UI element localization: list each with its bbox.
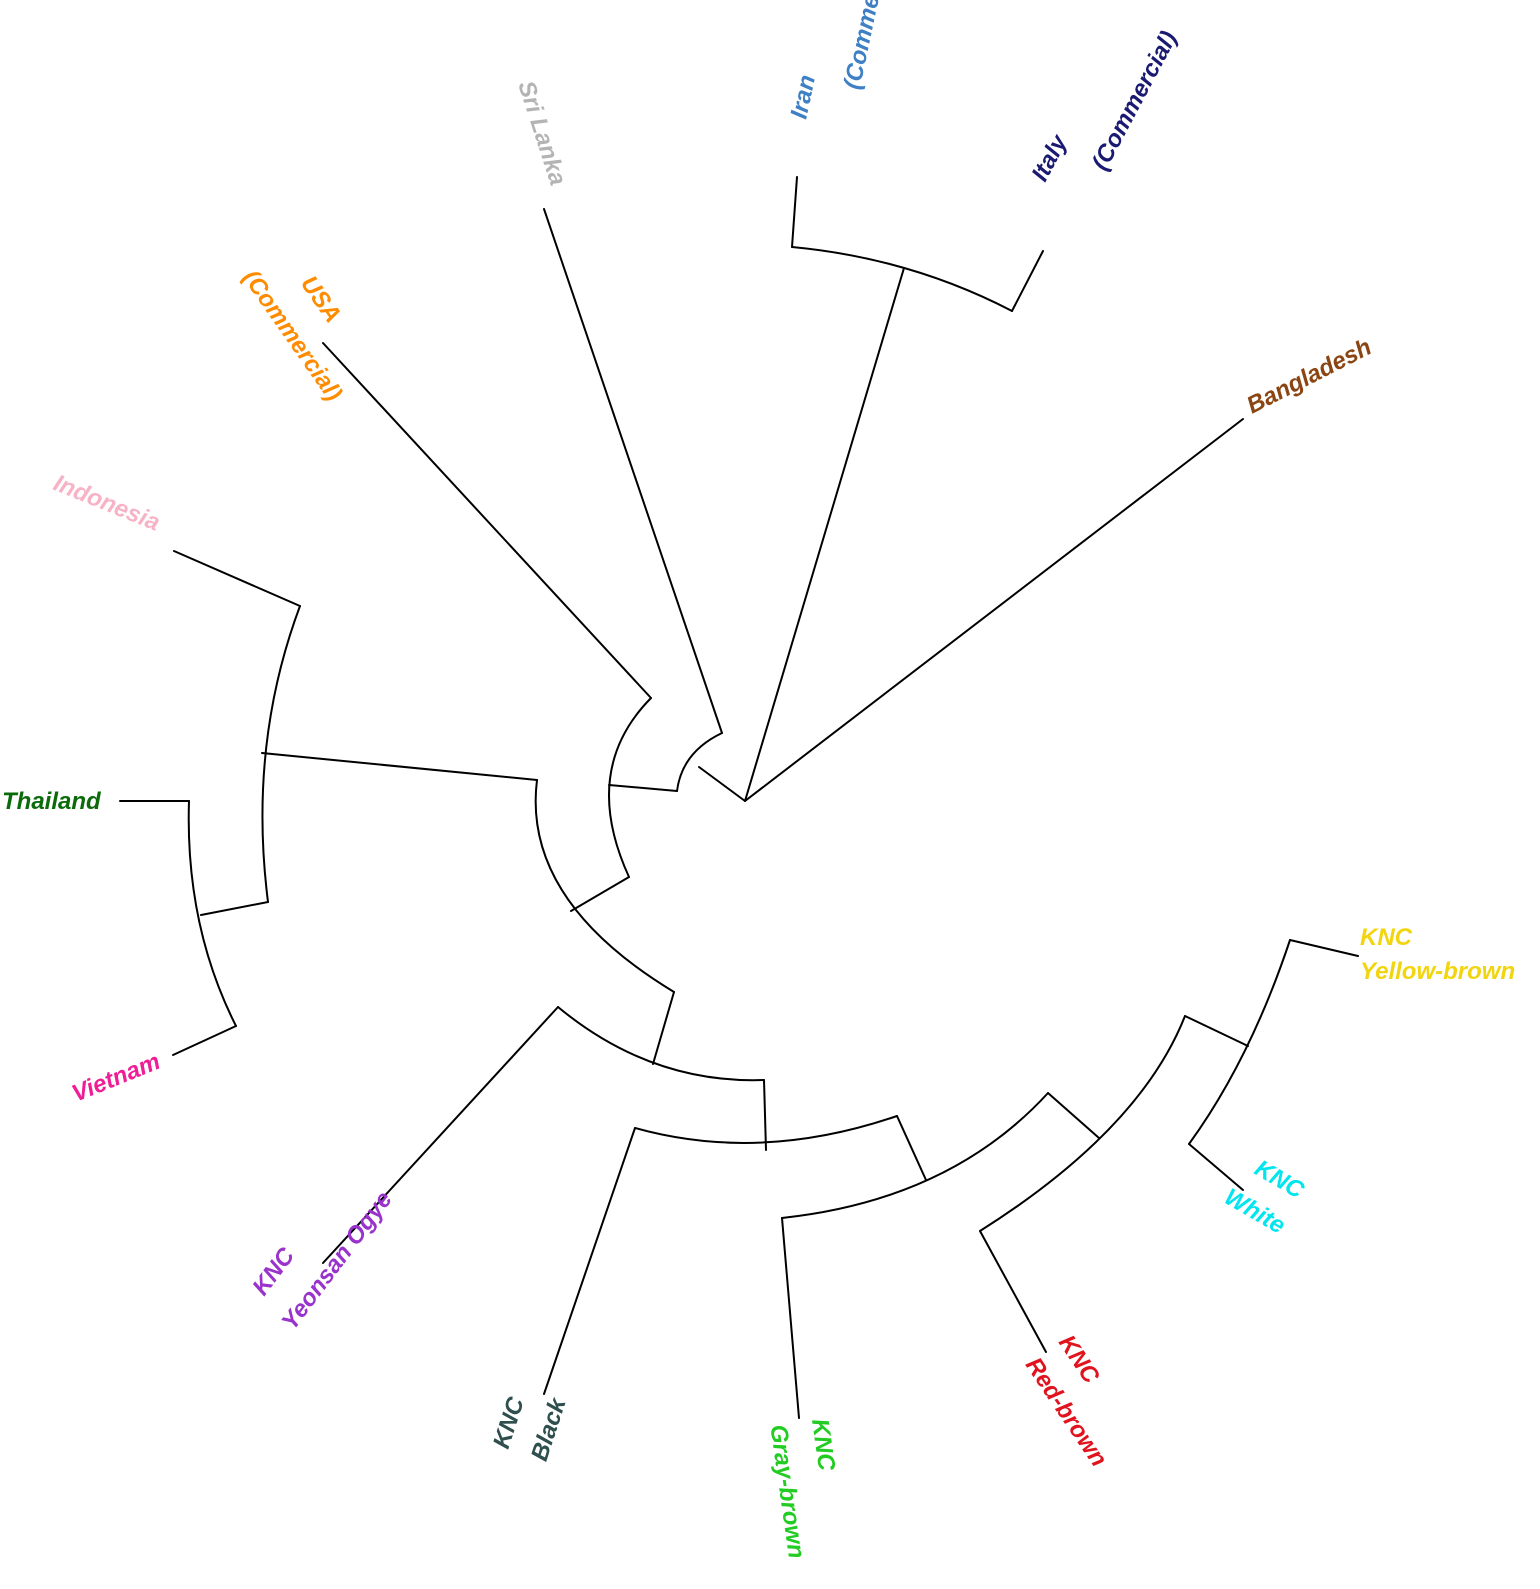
leaf-label-line: USA (295, 271, 346, 328)
branch-yeonsan-ogye (322, 1006, 559, 1264)
branch-black (543, 1127, 636, 1395)
leaf-label-line: Italy (1026, 129, 1073, 186)
branch-thai-viet (200, 901, 269, 916)
branch-knc-rest (763, 1079, 767, 1151)
leaf-label-iran: Iran (Commercial) (785, 0, 897, 131)
branch-knc (652, 991, 675, 1065)
leaf-label-line: Bangladesh (1242, 334, 1375, 420)
leaf-label-knc-gray-brown: KNCGray-brown (764, 1417, 851, 1560)
branch-next (608, 784, 678, 792)
arc-knc-graybrown (781, 1092, 1049, 1219)
leaf-label-line: KNC (247, 1242, 300, 1300)
arc-sea (261, 605, 301, 903)
branch-vietnam (172, 1025, 237, 1056)
leaf-label-knc-yellow-brown: KNC Yellow-brown (1360, 924, 1515, 985)
arc-knc-redbrown (979, 1015, 1186, 1232)
tree-branches (119, 176, 1359, 1419)
arc-thai-viet (187, 800, 237, 1027)
leaf-label-vietnam: Vietnam (68, 1048, 164, 1108)
branch-root-lower (698, 766, 746, 802)
branch-split-sea-knc (570, 876, 630, 912)
leaf-label-line: Black (526, 1393, 572, 1464)
leaf-label-line: Yellow-brown (1360, 958, 1515, 985)
arc-srilanka-rest (676, 732, 723, 792)
branch-root-bangladesh (744, 418, 1244, 802)
arc-knc-black (634, 1115, 898, 1144)
arc-knc-white-yellow (1188, 939, 1291, 1145)
leaf-label-line: KNC (488, 1393, 530, 1451)
branch-knc-rest2 (896, 1115, 927, 1181)
branch-sea (261, 752, 538, 781)
branch-indonesia (173, 550, 301, 607)
leaf-label-line: KNC (1250, 1155, 1309, 1205)
leaf-label-line: (Commercial) (839, 0, 897, 92)
leaf-label-sri-lanka: Sri Lanka (512, 78, 571, 189)
leaf-label-line: Sri Lanka (512, 78, 571, 189)
leaf-label-line: Indonesia (50, 470, 164, 537)
arc-usa-rest (608, 697, 652, 878)
branch-root-iran-italy (744, 267, 905, 802)
leaf-label-knc-yeonsan-ogye: KNCYeonsan Ogye (241, 1160, 398, 1335)
arc-knc-ogye (557, 1006, 765, 1082)
leaf-label-usa: USA(Commercial) (237, 240, 383, 406)
branch-gray-brown (781, 1217, 800, 1419)
leaf-label-knc-red-brown: KNCRed-brown (1020, 1330, 1146, 1471)
leaf-label-knc-white: KNCWhite (1220, 1149, 1310, 1240)
branch-red-brown (979, 1230, 1047, 1353)
leaf-label-line: (Commercial) (237, 265, 347, 406)
leaf-label-indonesia: Indonesia (50, 470, 164, 537)
leaf-label-line: Gray-brown (764, 1423, 809, 1560)
leaf-label-line: KNC (806, 1417, 840, 1473)
branch-italy (1011, 250, 1044, 312)
leaf-label-line: Iran (785, 73, 821, 122)
branch-iran (791, 176, 798, 248)
branch-sri-lanka (543, 208, 723, 734)
leaf-label-line: (Commercial) (1087, 27, 1183, 175)
leaf-label-thailand: Thailand (2, 788, 102, 815)
leaf-label-line: KNC (1360, 924, 1413, 951)
leaf-label-bangladesh: Bangladesh (1242, 334, 1375, 420)
branch-yellow-brown (1289, 939, 1359, 957)
arc-sea-knc (534, 779, 675, 993)
branch-white (1188, 1143, 1244, 1191)
branch-knc-rest4 (1184, 1015, 1249, 1047)
leaf-label-italy: Italy (Commercial) (1026, 4, 1182, 208)
branch-knc-rest3 (1047, 1092, 1100, 1139)
leaf-label-line: Thailand (2, 788, 102, 815)
leaf-label-knc-black: KNCBlack (488, 1381, 572, 1464)
leaf-labels: Sri Lanka Iran (Commercial) Italy (Commercia… (2, 0, 1515, 1560)
leaf-label-line: Vietnam (68, 1048, 164, 1108)
branch-usa (322, 342, 652, 699)
arc-iran-italy (791, 246, 1013, 312)
